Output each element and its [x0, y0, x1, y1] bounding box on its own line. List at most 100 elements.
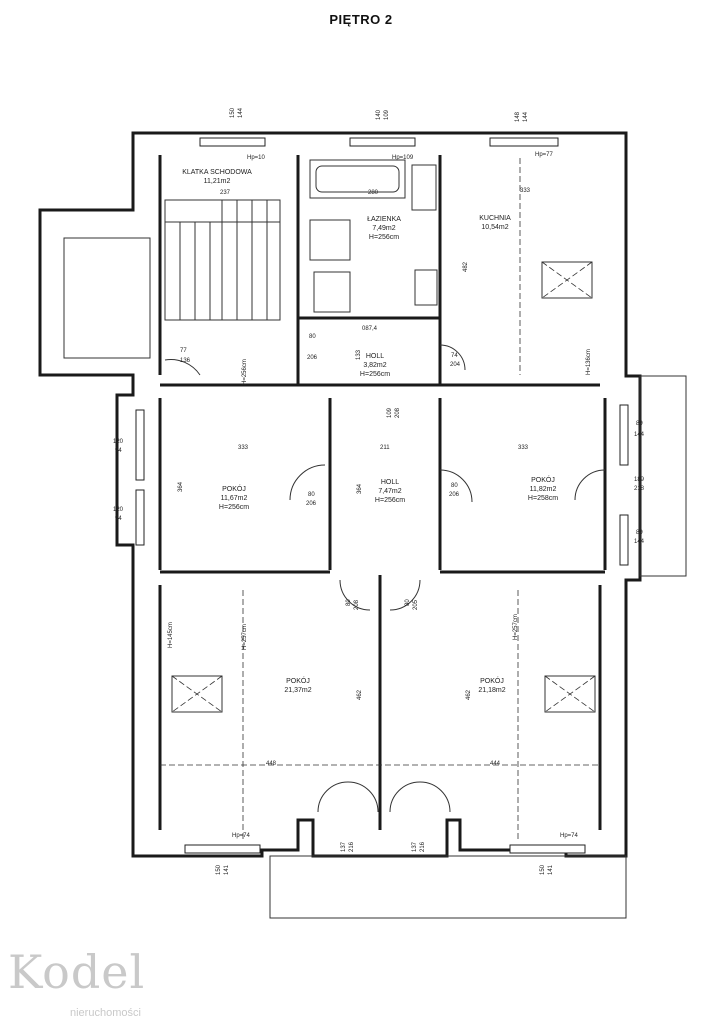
- dim-label: 94: [115, 516, 122, 522]
- dim-label: 206: [306, 501, 317, 507]
- dim-label: Hp=10: [247, 155, 266, 161]
- brand-subtitle: nieruchomości: [70, 1007, 141, 1019]
- plan-title: PIĘTRO 2: [329, 12, 393, 27]
- skylights: [171, 261, 596, 713]
- room-area: 3,82m2: [363, 362, 386, 369]
- dim-label: 206: [449, 492, 460, 498]
- slope-lines: [160, 158, 600, 840]
- dim-label: 206: [307, 355, 318, 361]
- dim-label: 482: [463, 261, 469, 272]
- dim-label: 462: [357, 689, 363, 700]
- dim-label: H=145cm: [168, 622, 174, 648]
- dim-label: 150: [216, 864, 222, 875]
- dim-label: 144: [523, 111, 529, 122]
- interior-walls: [158, 155, 607, 830]
- staircase: [164, 199, 281, 321]
- dim-label: 364: [178, 481, 184, 492]
- dim-label: 237: [220, 190, 231, 196]
- dim-label: H=136cm: [586, 349, 592, 375]
- dim-label: 216: [420, 841, 426, 852]
- dim-label: 150: [230, 107, 236, 118]
- dim-label: 208: [395, 407, 401, 418]
- dim-label: 120: [113, 507, 124, 513]
- room-height: H=256cm: [360, 371, 390, 378]
- dim-label: 150: [540, 864, 546, 875]
- dim-label: 333: [238, 445, 249, 451]
- dim-label: 80: [309, 334, 316, 340]
- dimension-labels: Hp=10 Hp=109 Hp=77 237 280 333 80 206 74…: [113, 152, 645, 839]
- dim-label: 205: [413, 599, 419, 610]
- dim-label: 137: [341, 841, 347, 852]
- dim-label: 109: [387, 407, 393, 418]
- vertical-dimension-labels: 150 144 140 109 148 144 150 141 137 216 …: [168, 107, 592, 875]
- dim-label: 218: [634, 486, 645, 492]
- dim-label: 148: [515, 111, 521, 122]
- room-name: HOLL: [366, 353, 384, 360]
- dim-label: H=257cm: [513, 614, 519, 640]
- dim-label: 133: [356, 349, 362, 360]
- bottom-balcony: [269, 855, 627, 919]
- dim-label: 211: [380, 445, 390, 451]
- dim-label: Hp=109: [392, 155, 414, 161]
- dim-label: H=256cm: [242, 359, 248, 385]
- room-name: POKÓJ: [480, 676, 504, 685]
- windows: [135, 137, 629, 854]
- dim-label: 80: [451, 483, 458, 489]
- dim-label: 333: [520, 188, 531, 194]
- right-balcony: [639, 375, 687, 577]
- dim-label: 144: [634, 432, 645, 438]
- dim-label: 89: [636, 530, 643, 536]
- room-name: POKÓJ: [222, 484, 246, 493]
- brand-logo: Kodel: [8, 945, 146, 999]
- dim-label: Hp=74: [232, 833, 251, 839]
- room-height: H=256cm: [369, 234, 399, 241]
- dim-label: 144: [238, 107, 244, 118]
- room-name: KUCHNIA: [479, 215, 511, 222]
- dim-label: 120: [113, 439, 124, 445]
- room-area: 7,47m2: [378, 488, 401, 495]
- room-area: 11,82m2: [530, 486, 557, 493]
- dim-label: 94: [115, 448, 122, 454]
- room-height: H=256cm: [219, 504, 249, 511]
- dim-label: 77: [180, 348, 187, 354]
- dim-label: 80: [405, 599, 411, 606]
- room-height: H=256cm: [375, 497, 405, 504]
- room-name: POKÓJ: [531, 475, 555, 484]
- dim-label: 204: [450, 362, 461, 368]
- outer-wall: [38, 131, 642, 858]
- dim-label: 444: [490, 761, 501, 767]
- dim-label: 140: [376, 109, 382, 120]
- left-annex: [63, 237, 151, 359]
- dim-label: 74: [451, 353, 458, 359]
- dim-label: 364: [357, 483, 363, 494]
- dim-label: 189: [634, 477, 645, 483]
- dim-label: 280: [368, 190, 379, 196]
- room-area: 21,37m2: [284, 687, 311, 694]
- dim-label: Hp=74: [560, 833, 579, 839]
- room-area: 11,21m2: [204, 178, 231, 185]
- room-area: 7,49m2: [372, 225, 395, 232]
- dim-label: 137: [412, 841, 418, 852]
- room-name: HOLL: [381, 479, 399, 486]
- dim-label: 80: [308, 492, 315, 498]
- room-name: POKÓJ: [286, 676, 310, 685]
- room-name: KLATKA SCHODOWA: [182, 169, 252, 176]
- room-area: 11,67m2: [221, 495, 248, 502]
- dim-label: 087,4: [362, 326, 378, 332]
- dim-label: 89: [636, 421, 643, 427]
- dim-label: 109: [384, 109, 390, 120]
- room-area: 21,18m2: [478, 687, 505, 694]
- dim-label: 144: [634, 539, 645, 545]
- dim-label: Hp=77: [535, 152, 554, 158]
- dim-label: H=257cm: [242, 624, 248, 650]
- room-height: H=258cm: [528, 495, 558, 502]
- doors: [164, 344, 606, 813]
- dim-label: 80: [346, 599, 352, 606]
- dim-label: 141: [224, 864, 230, 875]
- room-area: 10,54m2: [481, 224, 508, 231]
- dim-label: 462: [466, 689, 472, 700]
- dim-label: 136: [180, 358, 191, 364]
- room-name: ŁAZIENKA: [367, 216, 401, 223]
- dim-label: 216: [349, 841, 355, 852]
- dim-label: 333: [518, 445, 529, 451]
